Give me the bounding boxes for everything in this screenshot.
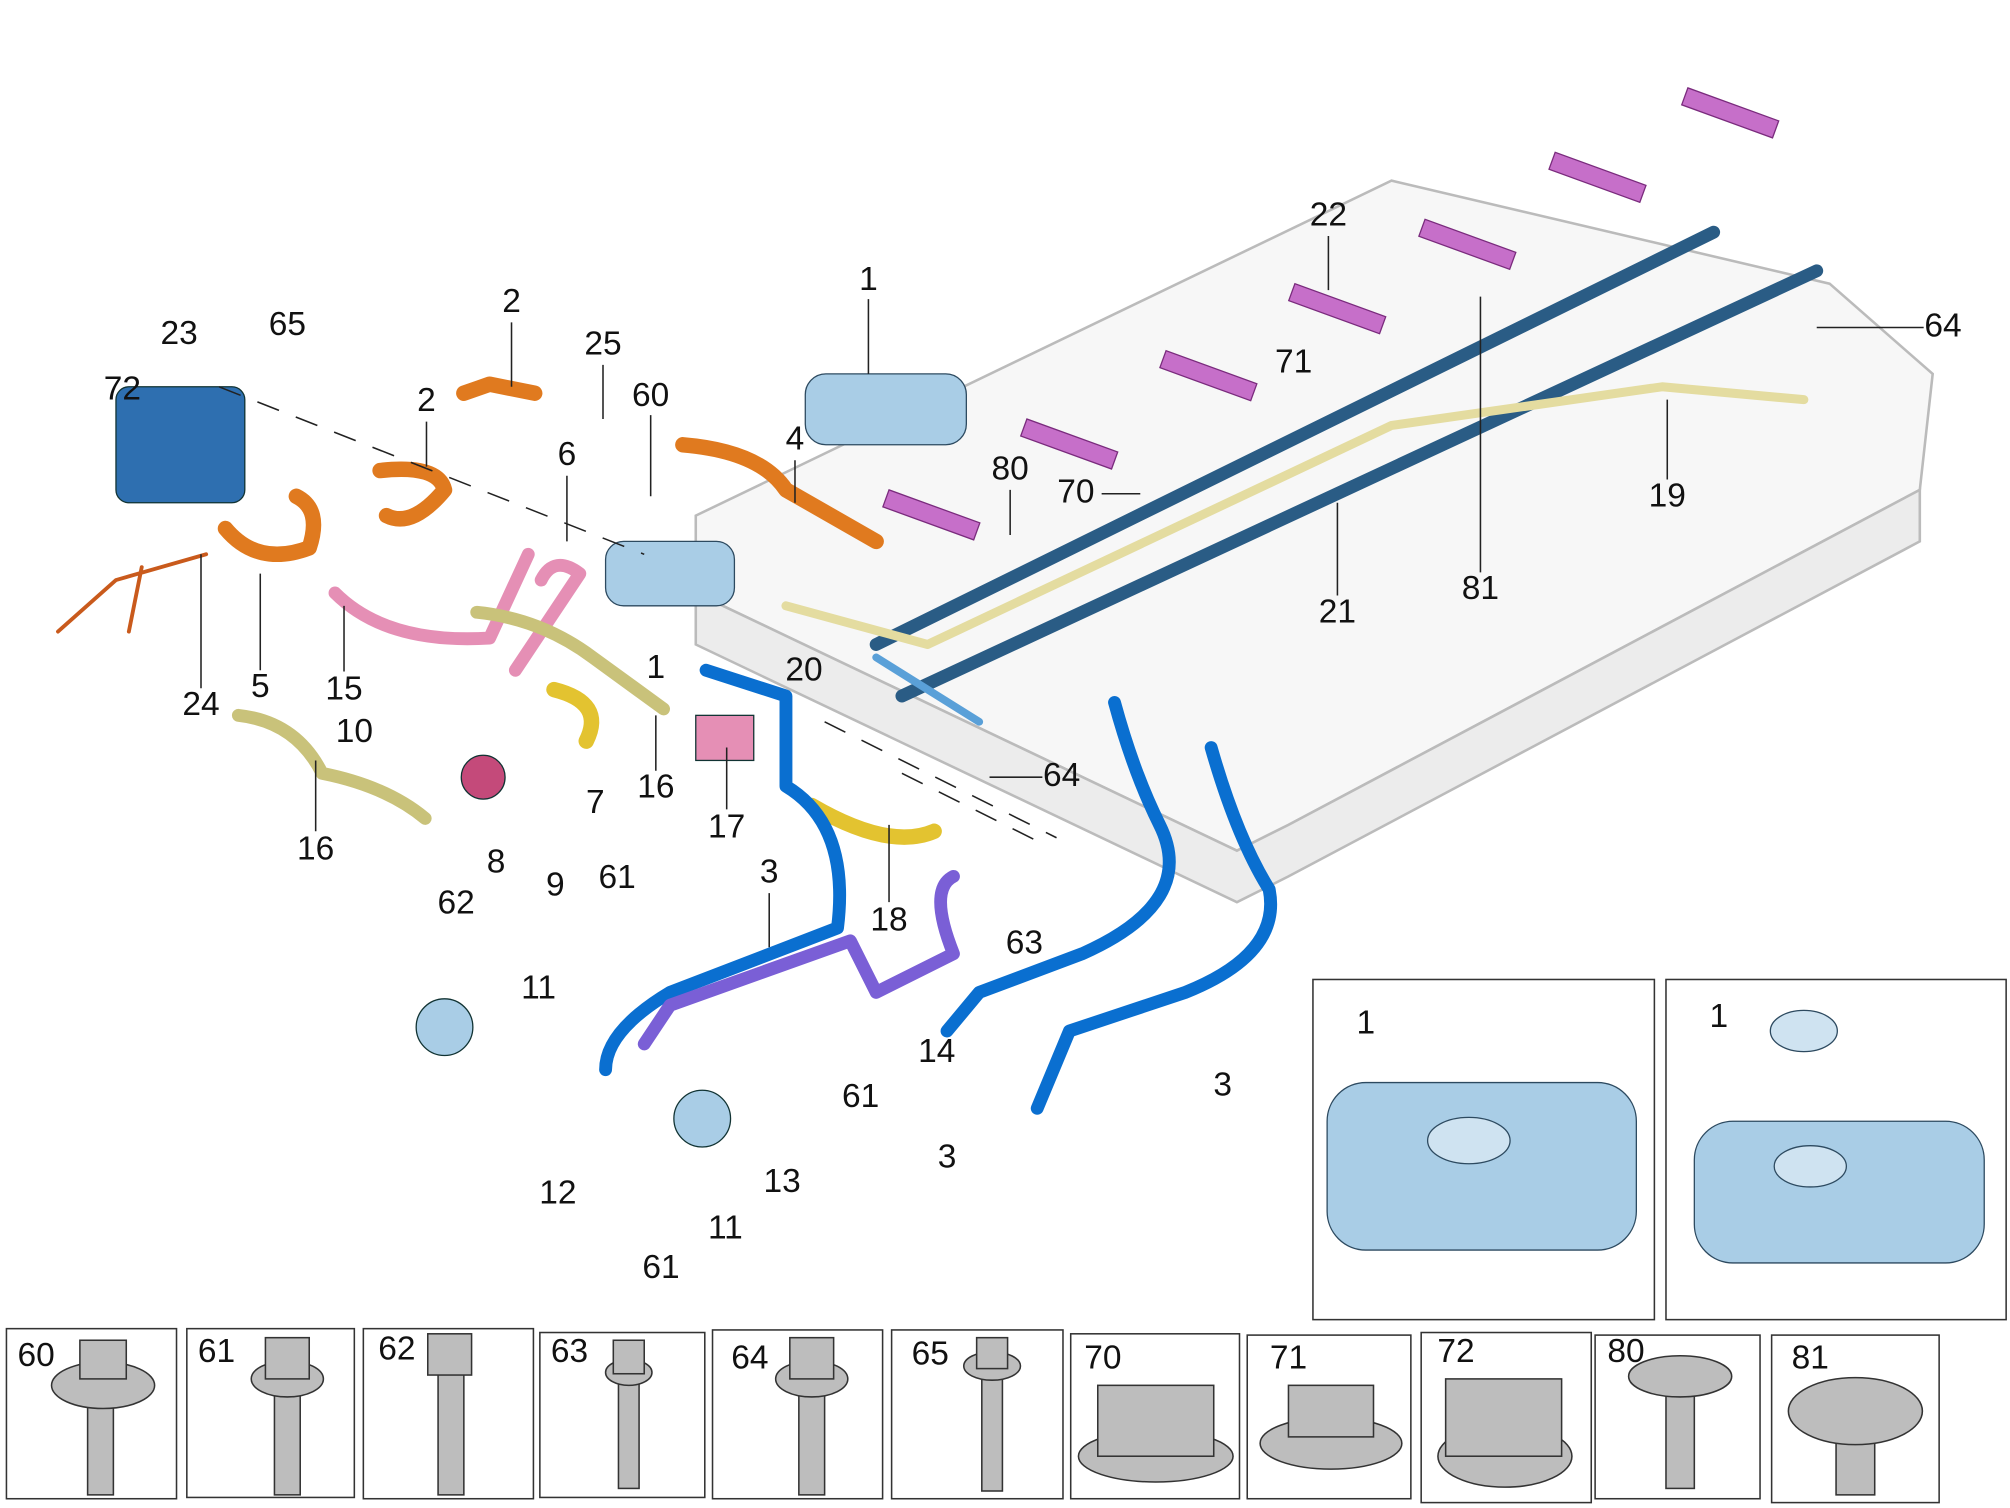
fastener-shape: [1287, 1384, 1375, 1438]
callout: 1: [859, 261, 878, 298]
module-clips: [882, 87, 1780, 541]
callout: 2: [502, 283, 521, 320]
hoses: [56, 376, 1277, 1115]
callout: 1: [647, 649, 666, 686]
callout: 72: [104, 370, 141, 407]
fastener-72: 72: [1420, 1331, 1593, 1504]
callout: 9: [546, 867, 565, 904]
fastener-shape: [798, 1384, 826, 1496]
callout: 16: [297, 830, 334, 867]
expansion-tank: [604, 373, 967, 607]
fastener-shape: [426, 1333, 473, 1376]
callout: 10: [336, 713, 373, 750]
battery-tray: [694, 179, 1935, 904]
fastener-label: 81: [1792, 1339, 1829, 1376]
fastener-63: 63: [539, 1331, 706, 1499]
callout: 65: [269, 306, 306, 343]
inset-tank-1: 1: [1312, 978, 1656, 1321]
fastener-65: 65: [890, 1329, 1064, 1500]
fastener-shape: [273, 1384, 301, 1496]
fastener-shape: [1444, 1378, 1563, 1457]
fasteners-row: 60 61 62 63 64 65 70 71 72 80 81: [5, 1327, 1940, 1504]
callout: 17: [708, 809, 745, 846]
leader-lines: [200, 236, 1924, 948]
callout: 3: [1213, 1066, 1232, 1103]
callout: 14: [918, 1033, 955, 1070]
fastener-shape: [975, 1336, 1009, 1370]
callout: 12: [539, 1174, 576, 1211]
inset-label: 1: [1356, 1004, 1375, 1041]
fastener-label: 71: [1270, 1339, 1307, 1376]
callout: 11: [708, 1209, 743, 1246]
fastener-shape: [79, 1339, 128, 1380]
fastener-71: 71: [1246, 1334, 1412, 1500]
fastener-label: 72: [1437, 1333, 1474, 1370]
cooling-rails: [781, 225, 1824, 726]
callout: 11: [521, 970, 556, 1007]
callout: 25: [584, 325, 621, 362]
fastener-shape: [789, 1336, 835, 1380]
fastener-70: 70: [1069, 1333, 1241, 1500]
callout: 13: [763, 1163, 800, 1200]
callout: 81: [1462, 570, 1499, 607]
fastener-64: 64: [711, 1329, 884, 1500]
inset-label: 1: [1709, 998, 1728, 1035]
fastener-shape: [617, 1378, 640, 1490]
fastener-shape: [981, 1371, 1004, 1492]
callout: 70: [1057, 474, 1094, 511]
callout: 23: [160, 315, 197, 352]
fastener-62: 62: [362, 1327, 535, 1500]
inset-tank-2: 1: [1665, 978, 2007, 1321]
fastener-label: 60: [17, 1337, 54, 1374]
callout: 19: [1649, 477, 1686, 514]
fastener-shape: [1665, 1391, 1696, 1490]
fastener-80: 80: [1594, 1333, 1761, 1500]
callout: 20: [785, 651, 822, 688]
callout: 71: [1275, 343, 1312, 380]
callout: 7: [586, 784, 605, 821]
fastener-label: 61: [198, 1333, 235, 1370]
callout: 3: [760, 854, 779, 891]
callout: 63: [1006, 925, 1043, 962]
callout: 62: [437, 885, 474, 922]
fastener-81: 81: [1770, 1334, 1940, 1504]
callout: 24: [182, 686, 219, 723]
callout: 8: [487, 843, 506, 880]
callout: 15: [325, 671, 362, 708]
fastener-label: 65: [912, 1336, 949, 1373]
fastener-60: 60: [5, 1327, 178, 1500]
callout: 18: [870, 901, 907, 938]
callout: 4: [786, 421, 805, 458]
callout: 3: [938, 1138, 957, 1175]
valve-block: [115, 386, 755, 1148]
fastener-label: 64: [731, 1339, 768, 1376]
callout: 22: [1310, 197, 1347, 234]
callout: 2: [417, 382, 436, 419]
callout: 6: [558, 436, 577, 473]
fastener-label: 62: [378, 1330, 415, 1367]
callout: 5: [251, 668, 270, 705]
fastener-shape: [612, 1339, 646, 1375]
fastener-label: 63: [551, 1333, 588, 1370]
callout: 21: [1319, 593, 1356, 630]
callout: 80: [992, 450, 1029, 487]
assembly-guides: [218, 386, 1057, 845]
fastener-61: 61: [186, 1327, 356, 1499]
callout: 61: [599, 859, 636, 896]
callout: 16: [637, 769, 674, 806]
fastener-shape: [264, 1336, 311, 1380]
callout: 61: [642, 1249, 679, 1286]
fastener-shape: [1096, 1384, 1215, 1457]
callout: 64: [1924, 307, 1961, 344]
callout: 61: [842, 1078, 879, 1115]
fastener-shape: [1787, 1376, 1924, 1446]
fastener-shape: [1627, 1354, 1733, 1398]
fastener-label: 70: [1084, 1339, 1121, 1376]
callout: 60: [632, 377, 669, 414]
fastener-shape: [437, 1371, 465, 1496]
callout-labels: 1 23 65 72 2 2 25 60 6 4 1 5 15 24 10 16…: [104, 197, 1962, 1287]
callout: 64: [1043, 757, 1080, 794]
